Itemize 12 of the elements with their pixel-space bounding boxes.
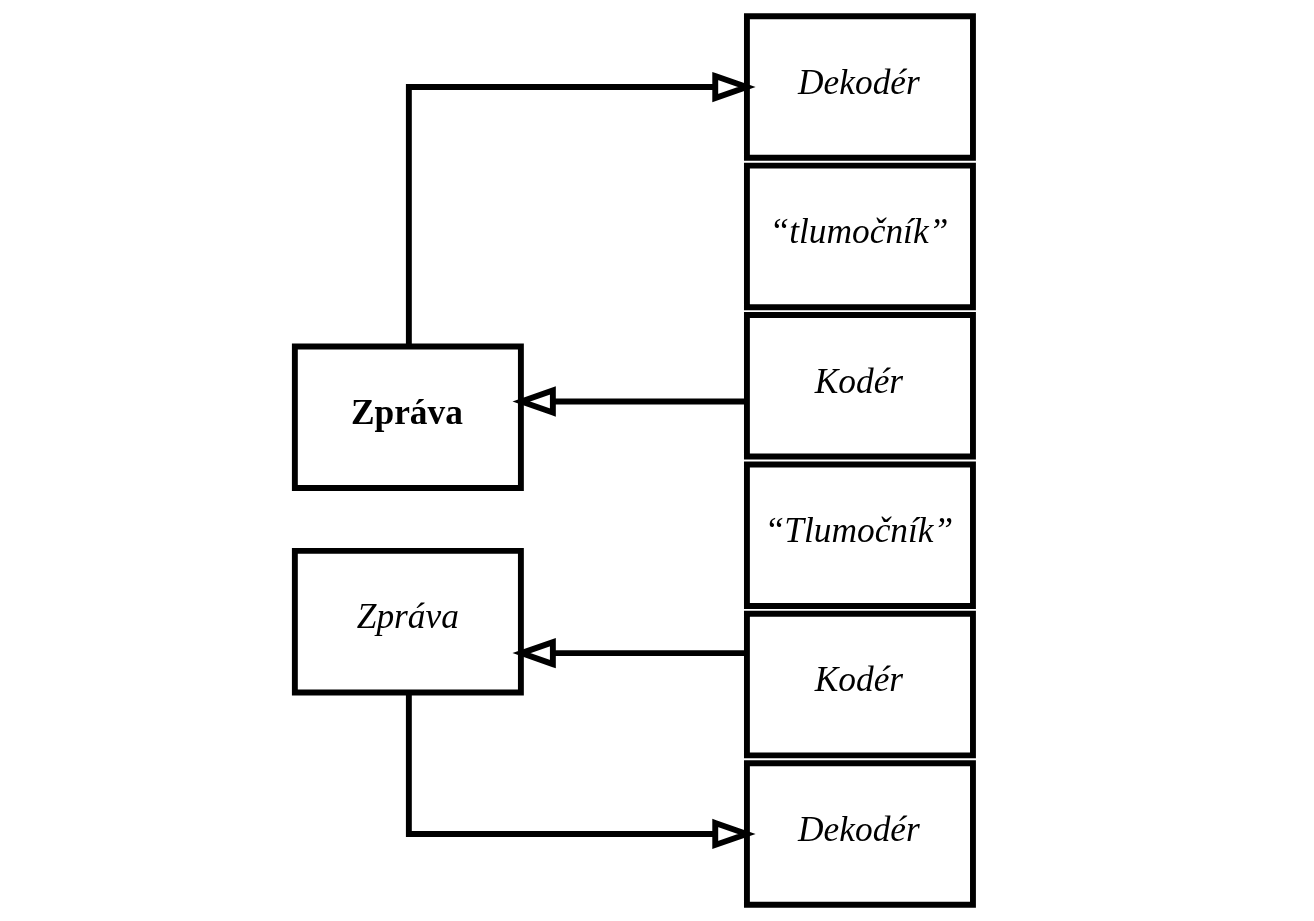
arrow (512, 637, 746, 669)
arrow (405, 692, 756, 850)
arrow (405, 71, 756, 347)
node-box: Zpráva (291, 547, 524, 696)
node-box: Dekodér (743, 13, 976, 161)
node-box: “tlumočník” (743, 162, 976, 311)
node-box: Zpráva (291, 343, 524, 491)
node-box: Kodér (743, 312, 976, 460)
node-box: Kodér (743, 610, 976, 759)
node-box: “Tlumočník” (743, 461, 976, 609)
arrow (512, 386, 746, 417)
node-box: Dekodér (743, 760, 976, 908)
